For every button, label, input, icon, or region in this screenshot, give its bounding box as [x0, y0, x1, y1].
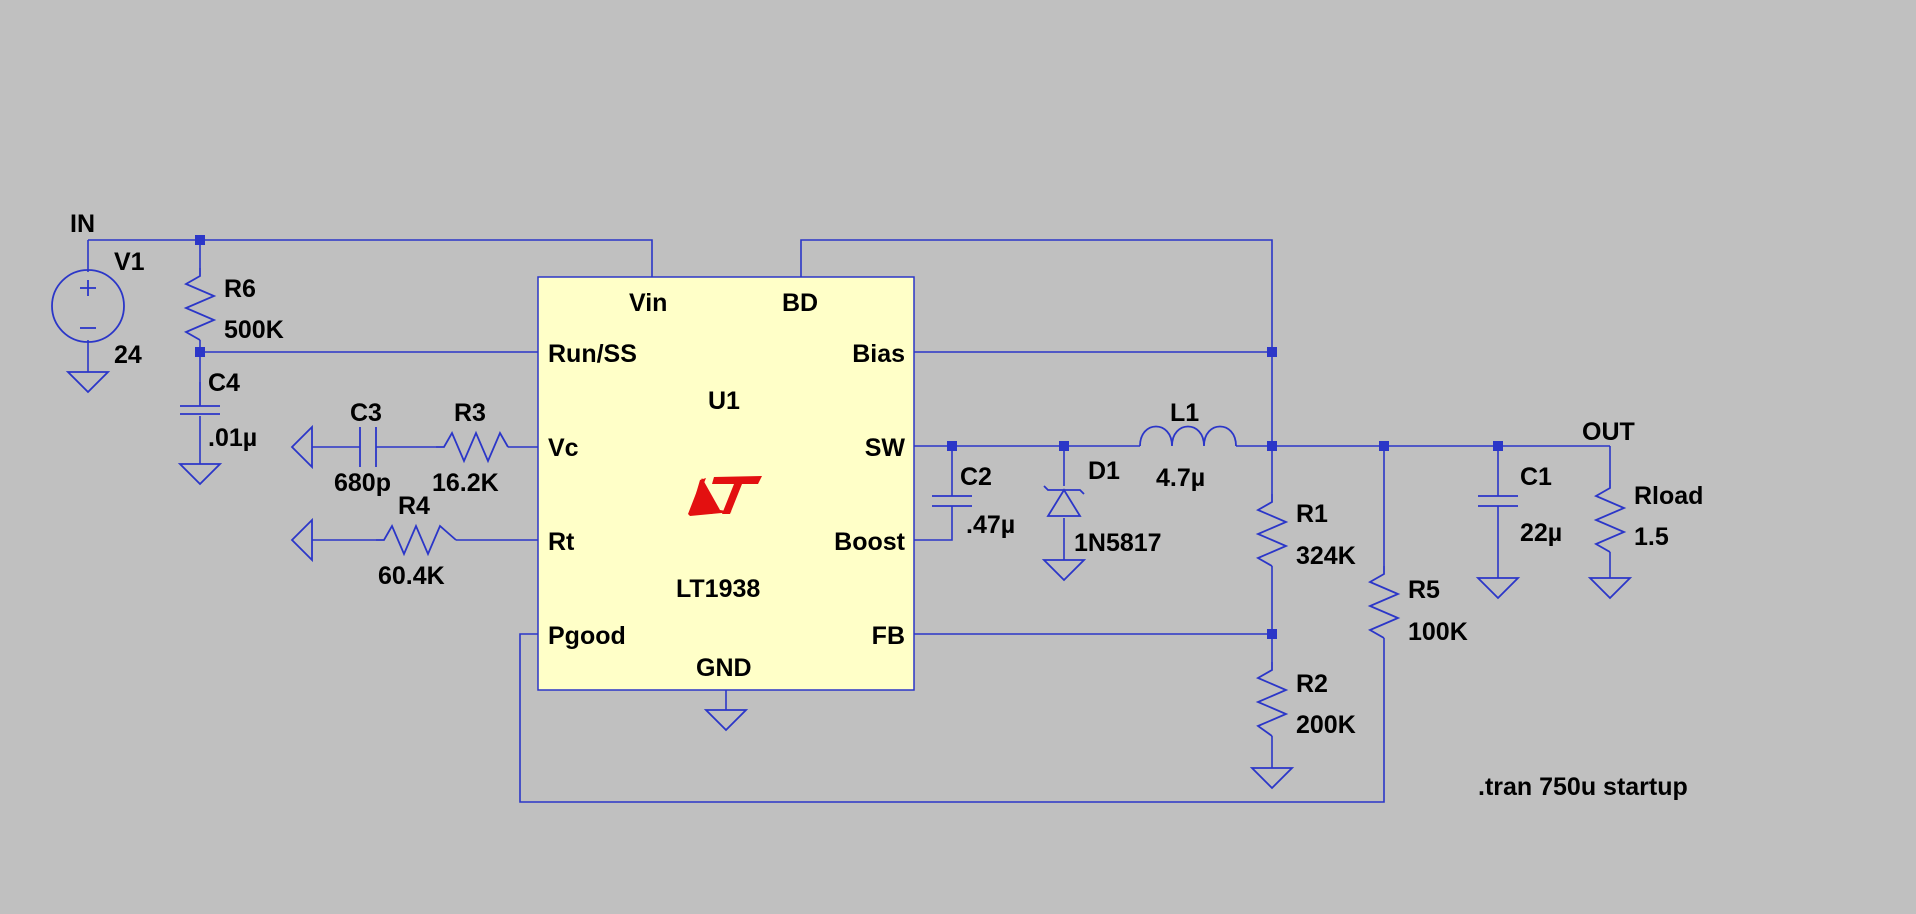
net-label-out: OUT	[1582, 418, 1635, 446]
r2-value: 200K	[1296, 711, 1356, 739]
resistor-r4	[376, 523, 457, 557]
l1-value: 4.7µ	[1156, 464, 1205, 492]
ground-symbols	[65, 371, 1633, 790]
ground-icon	[177, 463, 223, 486]
linear-technology-logo-icon	[688, 476, 762, 516]
resistor-r3	[436, 430, 509, 464]
wires	[87, 239, 1611, 803]
resistor-rload	[1593, 480, 1627, 553]
r4-ref: R4	[398, 492, 430, 520]
pin-bd: BD	[782, 289, 818, 317]
pin-gnd: GND	[696, 654, 752, 682]
ground-icon	[1249, 767, 1295, 790]
ground-icon	[290, 517, 313, 563]
pin-sw: SW	[865, 434, 906, 462]
pin-rt: Rt	[548, 528, 575, 556]
resistor-r6	[183, 268, 217, 341]
l1-ref: L1	[1170, 399, 1199, 427]
r5-ref: R5	[1408, 576, 1440, 604]
ic-part-label: LT1938	[676, 575, 760, 603]
c1-value: 22µ	[1520, 519, 1562, 547]
ground-icon	[65, 371, 111, 394]
pin-bias: Bias	[852, 340, 905, 368]
capacitors[interactable]	[180, 382, 1518, 507]
r6-value: 500K	[224, 316, 284, 344]
resistor-r2	[1255, 662, 1289, 737]
r3-ref: R3	[454, 399, 486, 427]
ic-u1[interactable]: Vin BD Run/SS Bias U1 Vc SW Rt Boost LT1…	[537, 276, 915, 691]
pin-pgood: Pgood	[548, 622, 626, 650]
c2-ref: C2	[960, 463, 992, 491]
rload-value: 1.5	[1634, 523, 1669, 551]
d1-ref: D1	[1088, 457, 1120, 485]
r2-ref: R2	[1296, 670, 1328, 698]
ic-ref-label: U1	[708, 387, 740, 415]
pin-vin: Vin	[629, 289, 667, 317]
diode-d1[interactable]	[1043, 485, 1085, 517]
ground-icon	[290, 424, 313, 470]
r5-value: 100K	[1408, 618, 1468, 646]
c4-value: .01µ	[208, 424, 257, 452]
labels: IN OUT V1 24 R6 500K C4 .01µ C3 680p R3 …	[70, 210, 1703, 801]
ground-icon	[1587, 577, 1633, 600]
c3-value: 680p	[334, 469, 391, 497]
net-label-in: IN	[70, 210, 95, 238]
c4-ref: C4	[208, 369, 240, 397]
pin-run-ss: Run/SS	[548, 340, 637, 368]
r1-ref: R1	[1296, 500, 1328, 528]
ground-icon	[703, 709, 749, 732]
r4-value: 60.4K	[378, 562, 445, 590]
pin-boost: Boost	[834, 528, 906, 556]
voltage-source-v1[interactable]	[51, 269, 125, 343]
pin-fb: FB	[872, 622, 905, 650]
rload-ref: Rload	[1634, 482, 1703, 510]
r6-ref: R6	[224, 275, 256, 303]
pin-vc: Vc	[548, 434, 579, 462]
v1-value: 24	[114, 341, 142, 369]
ground-icon	[1041, 559, 1087, 582]
r1-value: 324K	[1296, 542, 1356, 570]
c1-ref: C1	[1520, 463, 1552, 491]
inductor-l1[interactable]	[1139, 425, 1237, 447]
v1-ref: V1	[114, 248, 145, 276]
d1-value: 1N5817	[1074, 529, 1162, 557]
r3-value: 16.2K	[432, 469, 499, 497]
resistors[interactable]	[183, 268, 1627, 737]
junction-dots	[195, 235, 1503, 639]
resistor-r1	[1255, 494, 1289, 567]
c2-value: .47µ	[966, 511, 1015, 539]
c3-ref: C3	[350, 399, 382, 427]
ground-icon	[1475, 577, 1521, 600]
resistor-r5	[1367, 566, 1401, 639]
spice-directive[interactable]: .tran 750u startup	[1478, 773, 1688, 801]
